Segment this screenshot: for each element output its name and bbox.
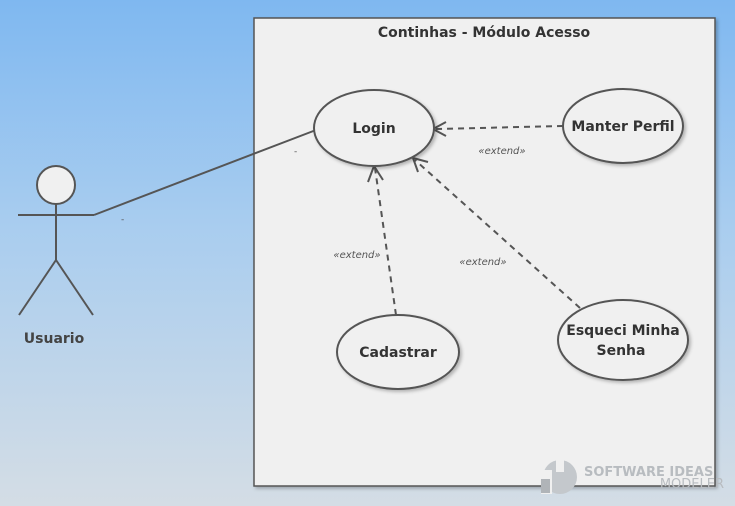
use-case-cadastrar[interactable]: Cadastrar bbox=[336, 314, 460, 390]
use-case-label: Manter Perfil bbox=[571, 119, 674, 135]
use-case-ellipse bbox=[336, 314, 460, 390]
use-case-label-line2: Senha bbox=[597, 343, 646, 359]
extend-line bbox=[414, 159, 581, 309]
system-title: Continhas - Módulo Acesso bbox=[378, 25, 591, 41]
use-case-login[interactable]: Login bbox=[313, 89, 435, 167]
actor-head bbox=[36, 165, 76, 205]
system-boundary[interactable] bbox=[253, 17, 716, 487]
watermark-line1: SOFTWARE IDEAS bbox=[584, 465, 713, 480]
association-end-actor: - bbox=[121, 215, 124, 225]
watermark-line2: MODELER bbox=[660, 477, 724, 492]
extend-label-manter-perfil: «extend» bbox=[478, 146, 525, 157]
use-case-ellipse bbox=[557, 299, 689, 381]
software-ideas-logo-icon bbox=[541, 459, 577, 494]
actor-left-leg bbox=[18, 259, 57, 316]
use-case-label-line1: Esqueci Minha bbox=[566, 323, 679, 339]
use-case-ellipse bbox=[313, 89, 435, 167]
association-line[interactable] bbox=[93, 129, 317, 216]
association-end-login: - bbox=[294, 147, 297, 157]
use-case-label: Login bbox=[352, 121, 395, 137]
extend-label-esqueci: «extend» bbox=[459, 257, 506, 268]
extend-line bbox=[374, 167, 397, 316]
extend-label-cadastrar: «extend» bbox=[333, 250, 380, 261]
use-case-label: Cadastrar bbox=[359, 345, 437, 361]
actor-right-leg bbox=[55, 259, 94, 316]
actor-label: Usuario bbox=[24, 331, 85, 347]
use-case-ellipse bbox=[562, 88, 684, 164]
use-case-manter-perfil[interactable]: Manter Perfil bbox=[562, 88, 684, 164]
watermark: SOFTWARE IDEAS MODELER bbox=[541, 459, 724, 494]
use-case-esqueci-senha[interactable]: Esqueci Minha Senha bbox=[557, 299, 689, 381]
actor-usuario[interactable]: Usuario bbox=[18, 165, 94, 347]
